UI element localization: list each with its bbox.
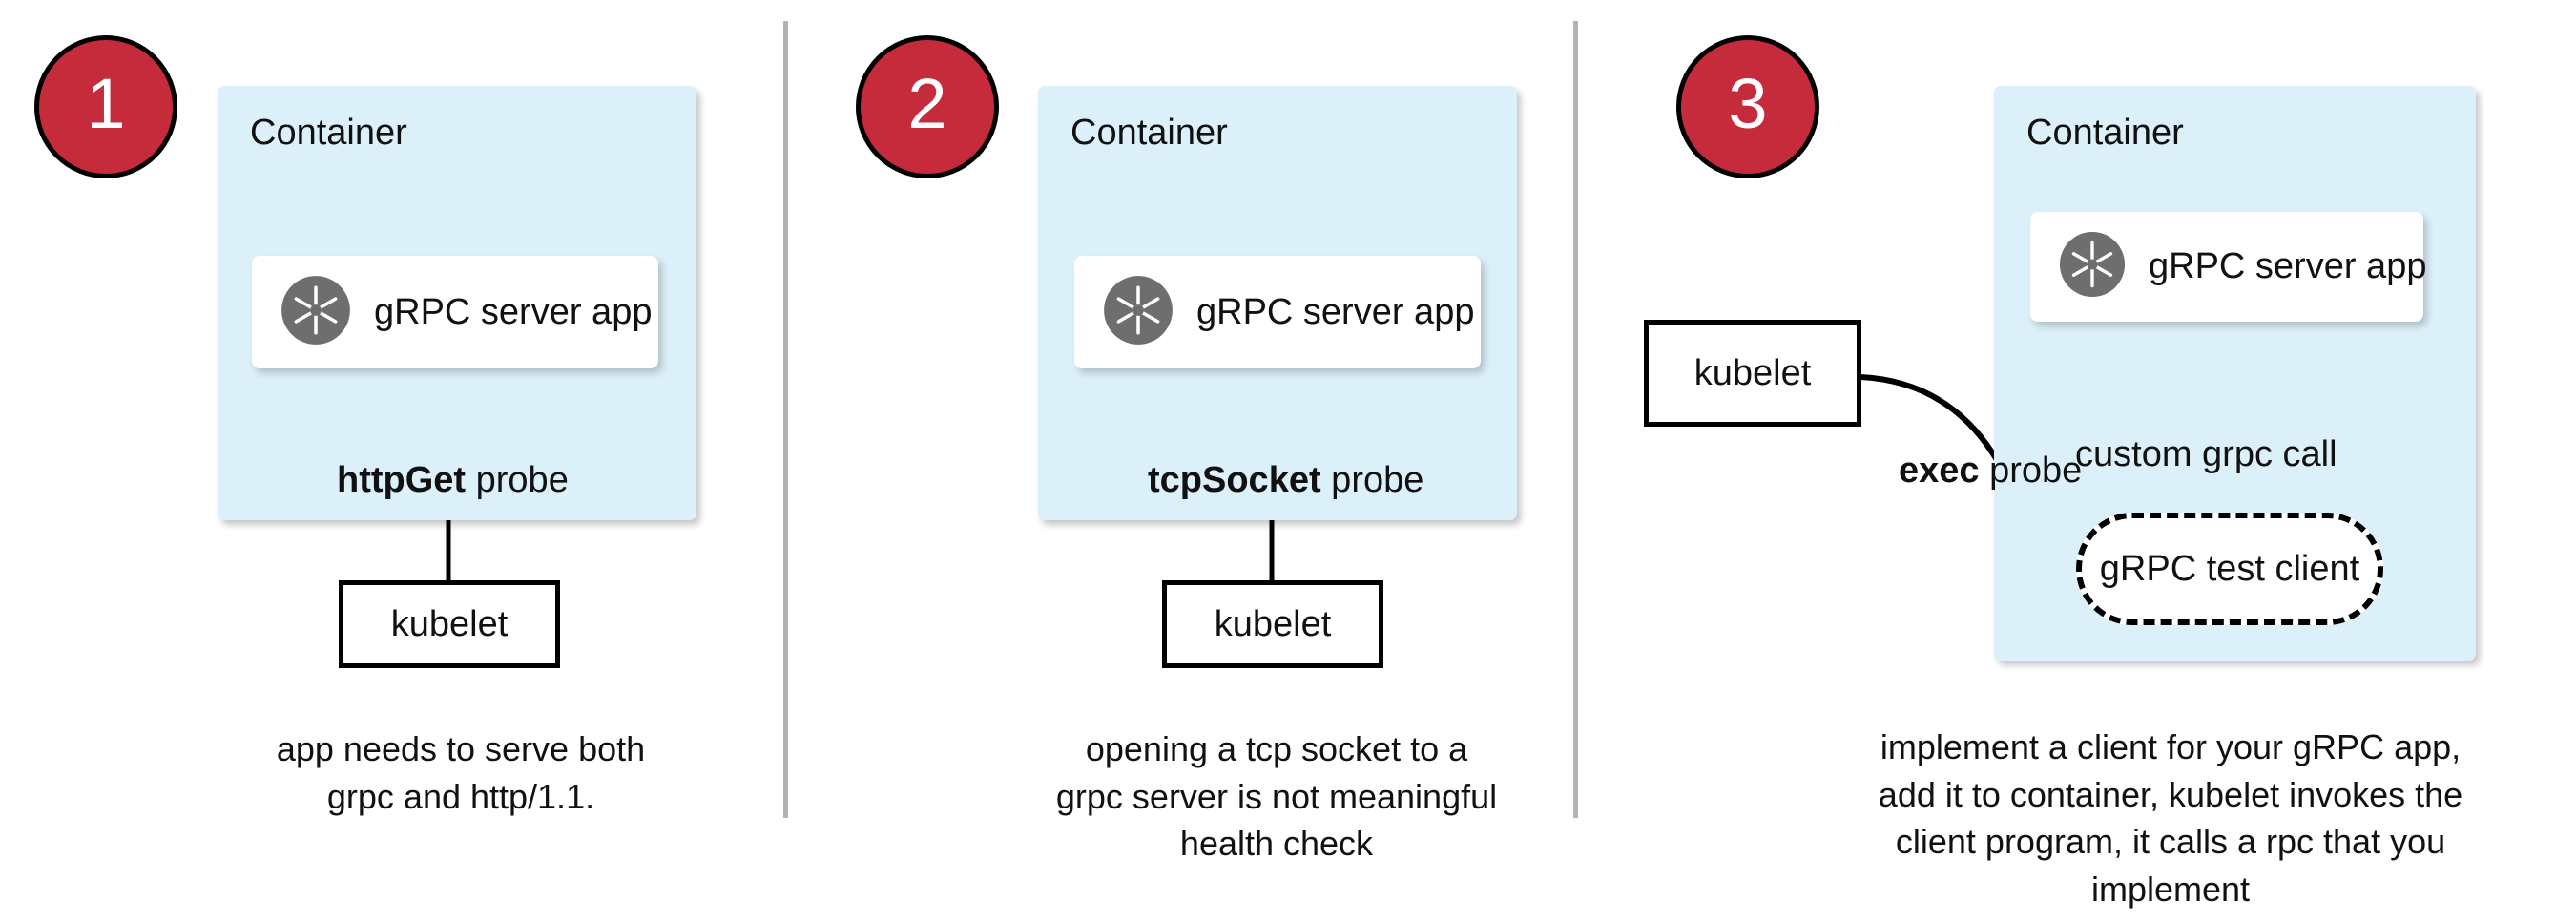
caption-1: app needs to serve both grpc and http/1.… bbox=[276, 729, 646, 816]
kubelet-box-2: kubelet bbox=[1162, 580, 1383, 668]
panel-divider-2 bbox=[1573, 21, 1578, 818]
grpc-server-app-card-3: gRPC server app bbox=[2030, 212, 2427, 322]
tcpsocket-probe-label: tcpSocket probe bbox=[1148, 460, 1423, 501]
custom-grpc-call-label: custom grpc call bbox=[2075, 434, 2337, 474]
kubelet-label-2: kubelet bbox=[1214, 603, 1332, 644]
grpc-server-app-label-3: gRPC server app bbox=[2149, 246, 2427, 286]
grpc-server-app-label-2: gRPC server app bbox=[1196, 291, 1475, 332]
step-badge-3-number: 3 bbox=[1728, 64, 1768, 143]
grpc-server-app-card-2: gRPC server app bbox=[1074, 256, 1481, 368]
exec-probe-label-bold: exec bbox=[1899, 451, 1980, 491]
grpc-aperture-icon bbox=[279, 273, 353, 352]
step-badge-2-number: 2 bbox=[907, 64, 947, 143]
tcpsocket-probe-label-rest: probe bbox=[1320, 460, 1424, 500]
grpc-test-client-box: gRPC test client bbox=[2076, 513, 2383, 625]
exec-probe-label: exec probe bbox=[1899, 451, 2082, 492]
grpc-aperture-icon bbox=[2057, 229, 2128, 304]
step-badge-1: 1 bbox=[34, 35, 177, 178]
step-badge-2: 2 bbox=[856, 35, 999, 178]
kubelet-box-3: kubelet bbox=[1644, 320, 1861, 427]
step-badge-1-number: 1 bbox=[86, 64, 126, 143]
httpget-probe-label-rest: probe bbox=[466, 460, 569, 500]
kubelet-box-1: kubelet bbox=[339, 580, 560, 668]
kubelet-label-3: kubelet bbox=[1693, 352, 1812, 393]
caption-2: opening a tcp socket to a grpc server is… bbox=[1055, 729, 1498, 864]
container-label-1: Container bbox=[250, 113, 407, 153]
grpc-test-client-label: gRPC test client bbox=[2099, 548, 2360, 589]
container-label-2: Container bbox=[1070, 113, 1228, 153]
step-badge-3: 3 bbox=[1676, 35, 1819, 178]
caption-3: implement a client for your gRPC app, ad… bbox=[1878, 727, 2463, 910]
grpc-server-app-label-1: gRPC server app bbox=[374, 291, 653, 332]
httpget-probe-label-bold: httpGet bbox=[337, 460, 467, 500]
grpc-server-app-card-1: gRPC server app bbox=[252, 256, 658, 368]
grpc-aperture-icon bbox=[1101, 273, 1175, 352]
tcpsocket-probe-label-bold: tcpSocket bbox=[1148, 460, 1321, 500]
httpget-probe-label: httpGet probe bbox=[337, 460, 569, 501]
container-label-3: Container bbox=[2026, 113, 2184, 153]
panel-divider-1 bbox=[783, 21, 788, 818]
exec-probe-label-rest: probe bbox=[1979, 451, 2083, 491]
kubelet-label-1: kubelet bbox=[390, 603, 509, 644]
